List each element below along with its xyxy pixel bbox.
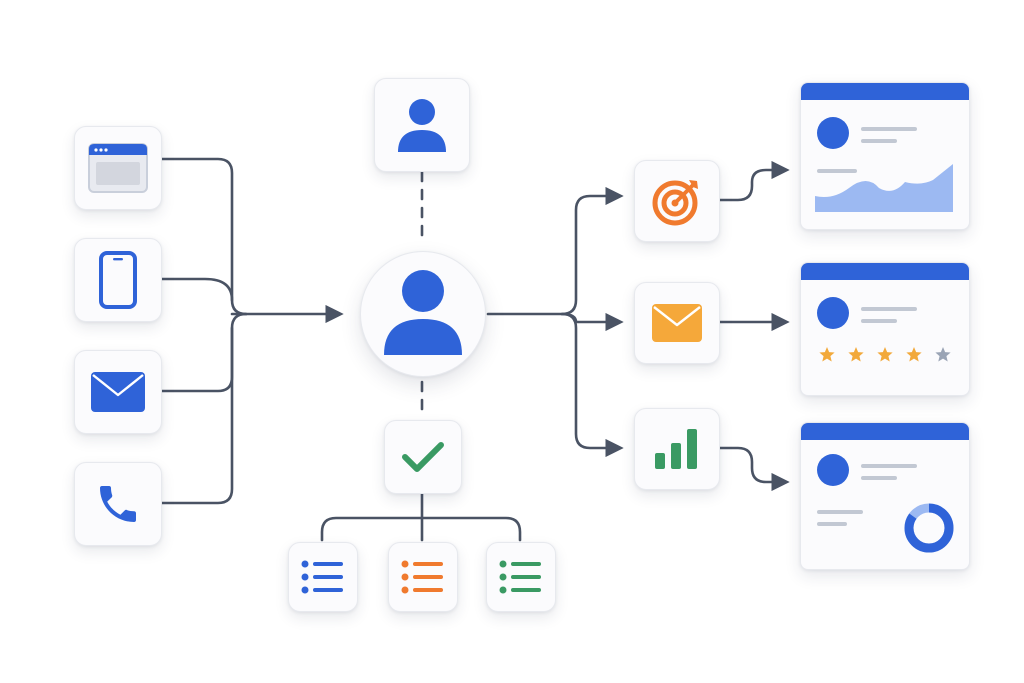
star-filled-icon	[877, 347, 893, 362]
channel-phone-tile[interactable]	[74, 462, 162, 546]
list-icon	[301, 559, 345, 595]
user-profile-icon	[394, 96, 450, 154]
star-filled-icon	[819, 347, 835, 362]
star-filled-icon	[906, 347, 922, 362]
bar-chart-icon	[653, 427, 701, 471]
target-tile[interactable]	[634, 160, 720, 242]
channel-browser-tile[interactable]	[74, 126, 162, 210]
customer-hub[interactable]	[360, 251, 486, 377]
area-chart-icon	[815, 164, 953, 212]
phone-handset-icon	[94, 480, 142, 528]
check-tile[interactable]	[384, 420, 462, 494]
checkmark-icon	[401, 440, 445, 474]
target-icon	[651, 175, 703, 227]
user-profile-tile[interactable]	[374, 78, 470, 172]
area-chart-card[interactable]	[800, 82, 970, 230]
rating-card[interactable]	[800, 262, 970, 396]
star-filled-icon	[848, 347, 864, 362]
list-icon	[401, 559, 445, 595]
donut-chart-card-content	[817, 454, 954, 553]
donut-chart-icon	[904, 503, 954, 553]
connector-hub-chart	[560, 312, 624, 458]
connector-chart-card	[718, 446, 790, 492]
card-avatar	[817, 117, 849, 149]
connector-browser	[158, 157, 248, 316]
connector-phone	[158, 326, 234, 505]
card-header-bar	[801, 423, 969, 440]
connector-hub-out	[486, 186, 624, 316]
donut-segment	[904, 503, 954, 553]
browser-window-icon	[87, 142, 149, 194]
list-tile-blue[interactable]	[288, 542, 358, 612]
connector-smartphone	[158, 277, 234, 302]
donut-chart-card[interactable]	[800, 422, 970, 570]
envelope-icon	[89, 370, 147, 414]
rating-card-content	[817, 297, 951, 362]
card-avatar	[817, 297, 849, 329]
user-avatar-icon	[382, 267, 464, 362]
list-tile-green[interactable]	[486, 542, 556, 612]
card-avatar	[817, 454, 849, 486]
smartphone-icon	[98, 251, 138, 309]
channel-envelope-tile[interactable]	[74, 350, 162, 434]
card-header-bar	[801, 263, 969, 280]
mail-tile[interactable]	[634, 282, 720, 364]
mail-icon	[650, 302, 704, 344]
list-tile-orange[interactable]	[388, 542, 458, 612]
card-header-bar	[801, 83, 969, 100]
star-empty-icon	[935, 347, 951, 362]
list-icon	[499, 559, 543, 595]
connector-target-card	[718, 160, 790, 202]
bar-chart-tile[interactable]	[634, 408, 720, 490]
channel-smartphone-tile[interactable]	[74, 238, 162, 322]
area-chart-card-content	[815, 117, 953, 212]
